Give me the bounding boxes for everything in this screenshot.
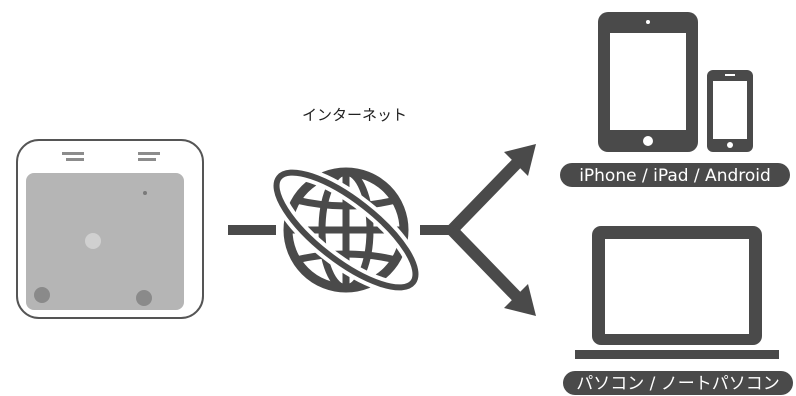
camera-device-icon (16, 139, 204, 319)
tablet-icon (598, 12, 698, 152)
connector-line (228, 225, 276, 235)
laptop-icon (575, 226, 779, 359)
pc-devices-label: パソコン / ノートパソコン (563, 371, 793, 395)
mobile-devices-label: iPhone / iPad / Android (560, 163, 790, 187)
globe-icon (269, 165, 423, 295)
mobile-label-text: iPhone / iPad / Android (579, 166, 771, 186)
internet-label: インターネット (302, 106, 407, 124)
fork-arrow-icon (420, 144, 536, 316)
pc-label-text: パソコン / ノートパソコン (576, 374, 780, 394)
smartphone-icon (707, 70, 753, 152)
